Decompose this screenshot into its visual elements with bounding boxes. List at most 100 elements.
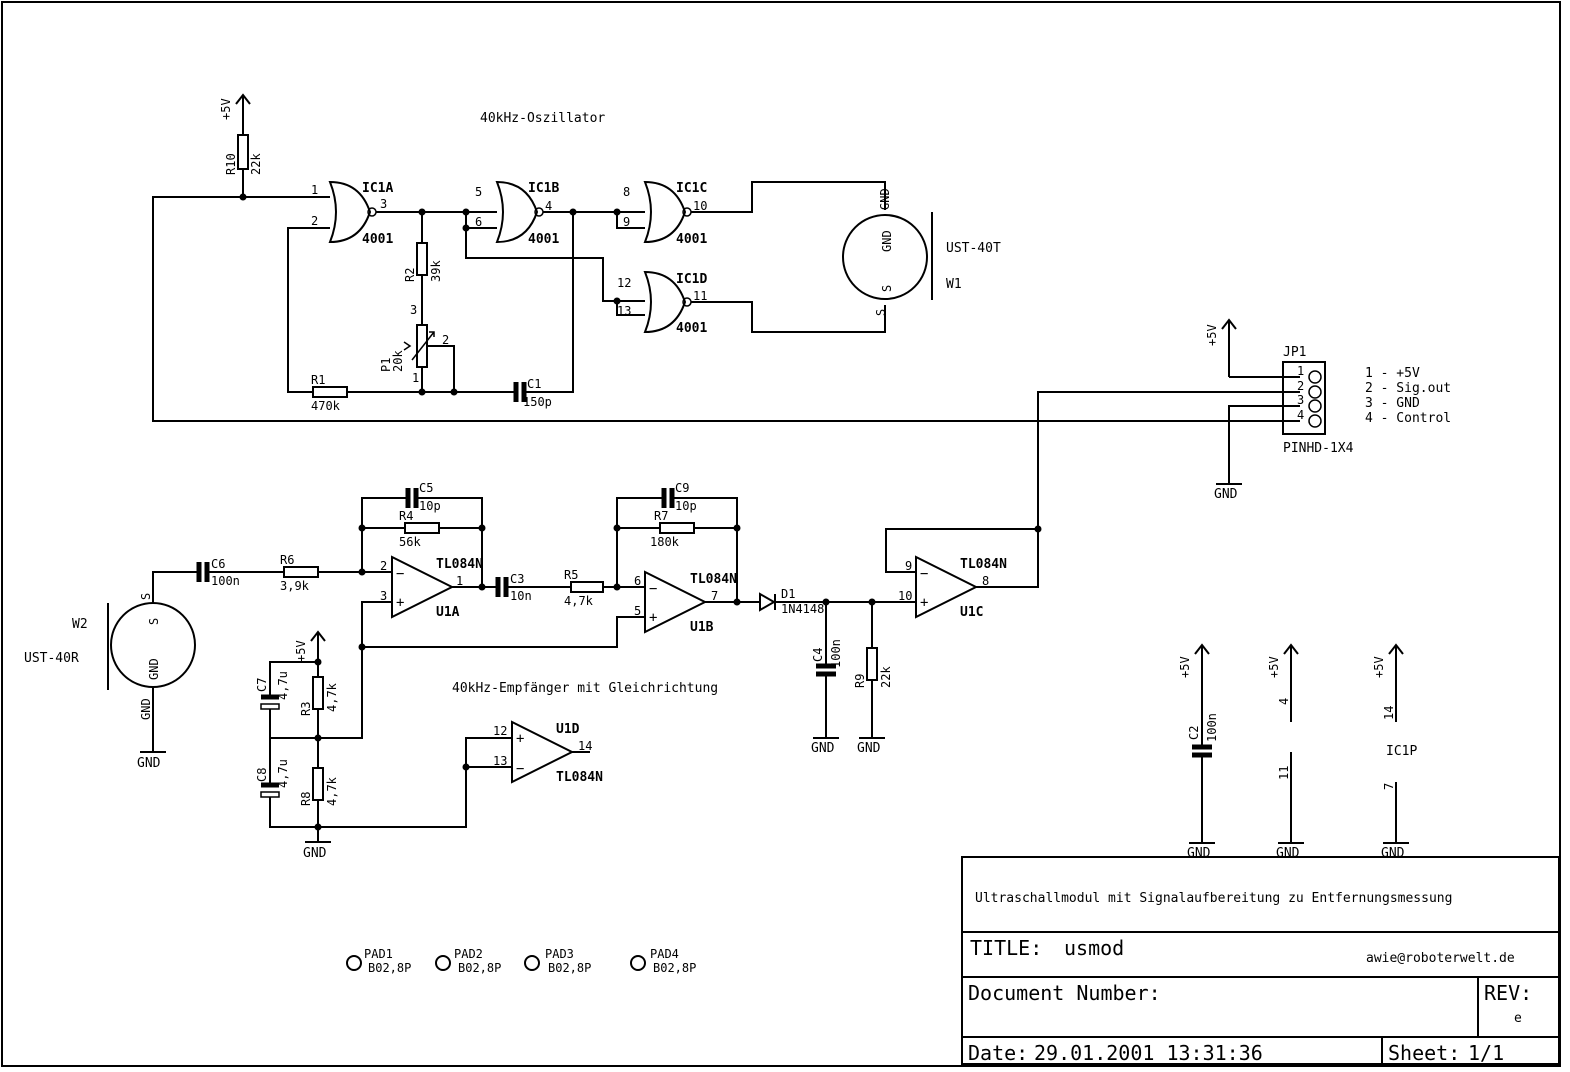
U1B-type: TL084N — [690, 572, 737, 587]
W1-s: S — [880, 285, 894, 292]
U1D-name: U1D — [556, 722, 580, 737]
C7-name: C7 — [255, 678, 269, 692]
R4-name: R4 — [399, 509, 413, 523]
P1-pin1: 1 — [412, 371, 419, 385]
jp1-vcc-label: +5V — [1205, 324, 1219, 346]
resistor-R6: R6 3,9k — [280, 553, 392, 593]
IC1B-pin6: 6 — [475, 215, 482, 229]
vcc-symbol: +5V — [219, 93, 251, 135]
capacitor-C4: GND C4 100n — [811, 602, 843, 756]
tb-rev-label: REV: — [1484, 981, 1532, 1005]
pad2-package: B02,8P — [458, 961, 501, 975]
U1A-pin1: 1 — [456, 574, 463, 588]
W2-name: W2 — [72, 617, 88, 632]
U1C-name: U1C — [960, 605, 983, 620]
capacitor-C6: C6 100n — [196, 557, 284, 588]
supply-U1P: +5V GND 4 11 — [1267, 643, 1304, 861]
R1-name: R1 — [311, 373, 325, 387]
pad1-name: PAD1 — [364, 947, 393, 961]
pad1-package: B02,8P — [368, 961, 411, 975]
tb-rev: e — [1514, 1011, 1522, 1026]
tb-title-label: TITLE: — [970, 936, 1042, 960]
wire-U1C-fb — [885, 528, 1039, 588]
tb-description: Ultraschallmodul mit Signalaufbereitung … — [975, 891, 1452, 906]
resistor-R1: R1 470k — [311, 373, 515, 413]
vcc-label: +5V — [219, 98, 233, 120]
IC1D-pin11: 11 — [693, 289, 707, 303]
diode-D1: D1 1N4148 — [759, 587, 916, 616]
capacitor-C3: C3 10n — [495, 572, 571, 603]
R8-value: 4,7k — [325, 776, 339, 806]
C9-value: 10p — [675, 499, 697, 513]
R4-value: 56k — [399, 535, 421, 549]
gate-IC1B: IC1B 4001 5 6 4 — [475, 180, 559, 247]
W2-gnd-bot: GND — [139, 698, 153, 720]
U1P-gnd-label: GND — [1276, 846, 1300, 861]
IC1B-pin4: 4 — [545, 199, 552, 213]
wire-vref — [361, 601, 645, 648]
U1P-pin11: 11 — [1277, 766, 1291, 780]
R5-name: R5 — [564, 568, 578, 582]
C2-vcc-label: +5V — [1178, 656, 1192, 678]
junction — [239, 193, 247, 201]
R6-name: R6 — [280, 553, 294, 567]
C1-name: C1 — [527, 377, 541, 391]
resistor-R4: R4 56k — [362, 509, 482, 549]
gate-IC1C: IC1C 4001 8 9 10 — [623, 180, 707, 247]
U1A-minus: − — [396, 566, 404, 582]
capacitor-C8: C8 4,7u — [255, 759, 512, 828]
IC1P-pin7: 7 — [1382, 783, 1396, 790]
U1C-minus: − — [920, 566, 928, 582]
U1C-pin9: 9 — [905, 559, 912, 573]
wire-c9 — [616, 212, 645, 229]
IC1C-pin10: 10 — [693, 199, 707, 213]
IC1B-type: 4001 — [528, 232, 559, 247]
resistor-R8: GND R8 4,7k — [299, 767, 339, 861]
C3-name: C3 — [510, 572, 524, 586]
C8-value: 4,7u — [276, 759, 290, 788]
IC1D-name: IC1D — [676, 272, 707, 287]
tb-title: usmod — [1064, 936, 1124, 960]
wire-c7-top — [269, 661, 318, 695]
tb-sheet: 1/1 — [1468, 1041, 1504, 1065]
U1C-plus: + — [920, 595, 928, 611]
C2-name: C2 — [1187, 726, 1201, 740]
supply-IC1P: +5V GND 14 7 IC1P — [1372, 643, 1417, 861]
section-title-receiver: 40kHz-Empfänger mit Gleichrichtung — [452, 681, 718, 696]
W2-type: UST-40R — [24, 651, 79, 666]
W1-gnd: GND — [880, 230, 894, 252]
P1-name: P1 — [379, 358, 393, 372]
IC1C-pin8: 8 — [623, 185, 630, 199]
R5-value: 4,7k — [564, 594, 594, 608]
U1B-name: U1B — [690, 620, 714, 635]
capacitor-C7: C7 4,7u — [255, 671, 290, 738]
supply-C2: +5V GND C2 100n — [1178, 643, 1219, 861]
wire-U1D-in — [465, 737, 512, 767]
U1B-plus: + — [649, 610, 657, 626]
U1A-plus: + — [396, 595, 404, 611]
IC1A-name: IC1A — [362, 181, 393, 196]
D1-name: D1 — [781, 587, 795, 601]
capacitor-C9: C9 10p — [661, 481, 697, 513]
resistor-R9: GND R9 22k — [853, 602, 893, 756]
U1B-pin5: 5 — [634, 604, 641, 618]
R3-name: R3 — [299, 702, 313, 716]
P1-pin3: 3 — [410, 303, 417, 317]
C3-value: 10n — [510, 589, 532, 603]
jp1-pin1: 1 — [1297, 364, 1304, 378]
jp1-gnd-label: GND — [1214, 487, 1238, 502]
wire-to-W1-gnd — [691, 181, 886, 213]
tb-sheet-label: Sheet: — [1388, 1041, 1460, 1065]
IC1P-vcc-label: +5V — [1372, 656, 1386, 678]
pad3-package: B02,8P — [548, 961, 591, 975]
U1D-plus: + — [516, 731, 524, 747]
resistor-R7: R7 180k — [617, 509, 737, 549]
R10-name: R10 — [224, 153, 238, 175]
W1-name: W1 — [946, 277, 962, 292]
R3-value: 4,7k — [325, 682, 339, 712]
IC1B-name: IC1B — [528, 181, 559, 196]
transducer-W2: GND S S GND GND W2 UST-40R — [24, 571, 197, 771]
wire-fb-U1A — [361, 497, 406, 572]
connector-JP1: +5V GND 1 2 3 4 JP1 PINHD-1X4 1 - +5V 2 … — [1037, 318, 1451, 529]
wire-fb-U1B-2 — [674, 497, 738, 602]
